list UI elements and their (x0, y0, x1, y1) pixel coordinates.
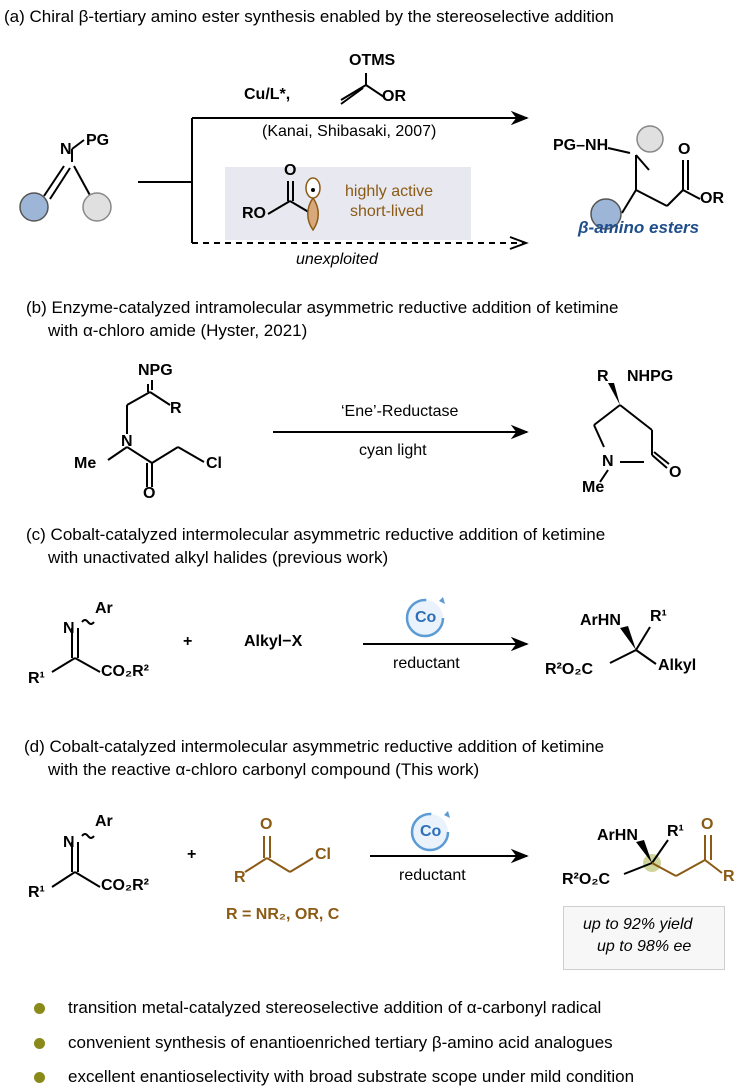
panel-d-product-ketone (651, 835, 723, 877)
c-r1-label: R¹ (28, 670, 45, 687)
panel-d-caption-line1: (d) Cobalt-catalyzed intermolecular asym… (24, 737, 605, 756)
d-chloro-cl-label: Cl (315, 846, 331, 863)
panel-d-co-catalyst-icon (410, 811, 450, 852)
d-plus: + (187, 846, 197, 863)
c-co-label: Co (415, 609, 437, 626)
bullet-dot-3 (34, 1072, 45, 1083)
d-co-label: Co (420, 823, 442, 840)
bullet-dot-1 (34, 1003, 45, 1014)
panel-c-caption-line2: with unactivated alkyl halides (previous… (48, 548, 389, 567)
yield-label: up to 92% yield (583, 916, 693, 933)
b-n-label: N (121, 433, 133, 450)
enol-or-label: OR (382, 88, 406, 105)
radical-o-label: O (284, 162, 297, 179)
b-r-label: R (170, 400, 182, 417)
imine-pg-label: PG (86, 132, 110, 149)
c-ar-label: Ar (95, 600, 113, 617)
c-product-r2o2c-label: R²O₂C (545, 661, 593, 678)
bullet-dot-2 (34, 1038, 45, 1049)
b-product-r-label: R (597, 368, 609, 385)
wedge-bond-d (636, 840, 652, 863)
d-chloro-o-label: O (260, 816, 273, 833)
b-npg-label: NPG (138, 362, 173, 379)
d-product-r-label: R (723, 868, 735, 885)
beta-amino-esters-label: β-amino esters (578, 218, 700, 237)
panel-a-caption: (a) Chiral β-tertiary amino ester synthe… (4, 7, 614, 26)
yield-ee-box (563, 906, 725, 970)
panel-b-starting-material (107, 380, 205, 487)
wedge-bond-c (620, 626, 636, 650)
panel-d-imine (51, 833, 101, 888)
b-product-me-label: Me (582, 479, 605, 496)
c-product-arhn-label: ArHN (580, 612, 621, 629)
otms-label: OTMS (349, 52, 396, 69)
radical-dot (311, 188, 315, 192)
c-product-alkyl-label: Alkyl (658, 657, 697, 674)
panel-c-product (609, 626, 657, 665)
d-reductant-label: reductant (399, 867, 466, 884)
b-cl-label: Cl (206, 455, 222, 472)
panel-a-arrows (138, 110, 529, 244)
c-co2r2-label: CO₂R² (101, 663, 149, 680)
d-product-o-label: O (701, 816, 714, 833)
c-reductant-label: reductant (393, 655, 460, 672)
enol-silane (340, 73, 385, 105)
b-product-o-label: O (669, 464, 682, 481)
beta-amino-ester-structure (607, 147, 701, 214)
product-o-label: O (678, 141, 691, 158)
panel-b-caption-line1: (b) Enzyme-catalyzed intramolecular asym… (26, 298, 619, 317)
d-product-r1-label: R¹ (667, 823, 684, 840)
c-n-label: N (63, 620, 75, 637)
short-lived-label: short-lived (350, 203, 424, 220)
product-pgnh-label: PG–NH (553, 137, 609, 154)
dashed-arrow-head (509, 236, 529, 250)
substituent-blue-circle (19, 192, 49, 222)
d-product-r2o2c-label: R²O₂C (562, 871, 610, 888)
p-orbital-lobe-bottom (307, 196, 319, 232)
product-or-label: OR (700, 190, 724, 207)
ee-label: up to 98% ee (597, 938, 692, 955)
d-ar-label: Ar (95, 813, 113, 830)
substituent-gray-circle (82, 192, 112, 222)
panel-c-imine (51, 619, 101, 673)
d-product-arhn-label: ArHN (597, 827, 638, 844)
product-gray-circle (636, 125, 664, 153)
d-chloro-r-label: R (234, 869, 246, 886)
radical-highlight-box (225, 167, 471, 240)
panel-d-product-core (623, 839, 669, 875)
b-o-label: O (143, 485, 156, 502)
b-product-n-label: N (602, 453, 614, 470)
radical-ro-label: RO (242, 205, 266, 222)
unexploited-label: unexploited (296, 251, 378, 268)
b-me-label: Me (74, 455, 97, 472)
c-plus: + (183, 633, 193, 650)
panel-b-pyrrolidinone (593, 404, 670, 483)
cyan-light-label: cyan light (359, 442, 427, 459)
r-definition-label: R = NR₂, OR, C (226, 906, 340, 923)
panel-d-caption-line2: with the reactive α-chloro carbonyl comp… (48, 760, 480, 779)
panel-b-caption-line2: with α-chloro amide (Hyster, 2021) (48, 321, 308, 340)
d-n-label: N (63, 834, 75, 851)
product-blue-circle (590, 198, 622, 230)
panel-a-imine (43, 139, 93, 200)
panel-d-chloro-carbonyl (244, 836, 314, 873)
bullet-text-3: excellent enantioselectivity with broad … (68, 1067, 635, 1086)
panel-c-co-catalyst-icon (405, 597, 445, 638)
d-r1-label: R¹ (28, 884, 45, 901)
bullet-text-2: convenient synthesis of enantioenriched … (68, 1033, 613, 1052)
c-product-r1-label: R¹ (650, 608, 667, 625)
imine-n-label: N (60, 141, 72, 158)
wedge-bond-b (608, 383, 620, 405)
ene-reductase-label: ‘Ene’-Reductase (341, 403, 459, 420)
cu-catalyst-label: Cu/L*, (244, 86, 291, 103)
panel-c-caption-line1: (c) Cobalt-catalyzed intermolecular asym… (26, 525, 606, 544)
b-product-nhpg-label: NHPG (627, 368, 674, 385)
bullet-text-1: transition metal-catalyzed stereoselecti… (68, 998, 602, 1017)
d-co2r2-label: CO₂R² (101, 877, 149, 894)
citation-label: (Kanai, Shibasaki, 2007) (262, 123, 437, 140)
highly-active-label: highly active (345, 183, 434, 200)
alkyl-x-label: Alkyl−X (244, 633, 303, 650)
